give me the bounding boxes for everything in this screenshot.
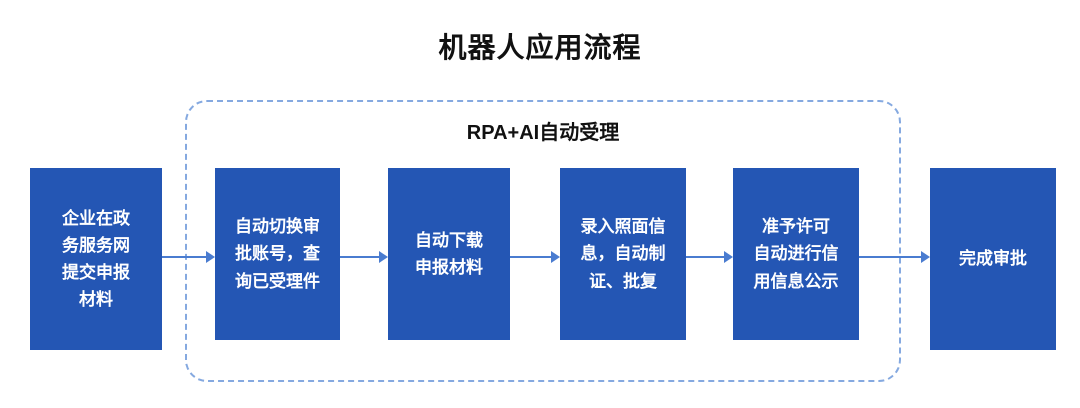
step-label: 完成审批: [959, 249, 1027, 269]
rpa-group-label: RPA+AI自动受理: [466, 122, 620, 144]
step-box-switch-account: 自动切换审 批账号，查 询已受理件: [215, 168, 340, 340]
step-label: 企业在政 务服务网 提交申报 材料: [62, 208, 130, 310]
flow-arrow-5: [859, 251, 930, 263]
step-box-complete-approval: 完成审批: [930, 168, 1056, 350]
step-label: 自动下载 申报材料: [415, 230, 483, 277]
flow-arrow-1: [162, 251, 215, 263]
step-label: 准予许可 自动进行信 用信息公示: [753, 217, 839, 291]
diagram-title: 机器人应用流程: [438, 32, 642, 63]
rpa-group-dashed-container: [185, 100, 901, 382]
step-label: 自动切换审 批账号，查 询已受理件: [235, 217, 320, 291]
step-box-enter-info-certify: 录入照面信 息，自动制 证、批复: [560, 168, 686, 340]
flow-arrow-2: [340, 251, 388, 263]
step-label: 录入照面信 息，自动制 证、批复: [580, 217, 666, 291]
step-box-submit-materials: 企业在政 务服务网 提交申报 材料: [30, 168, 162, 350]
flow-arrow-4: [686, 251, 733, 263]
step-box-download-materials: 自动下载 申报材料: [388, 168, 510, 340]
flow-arrow-3: [510, 251, 560, 263]
step-box-credit-publicity: 准予许可 自动进行信 用信息公示: [733, 168, 859, 340]
